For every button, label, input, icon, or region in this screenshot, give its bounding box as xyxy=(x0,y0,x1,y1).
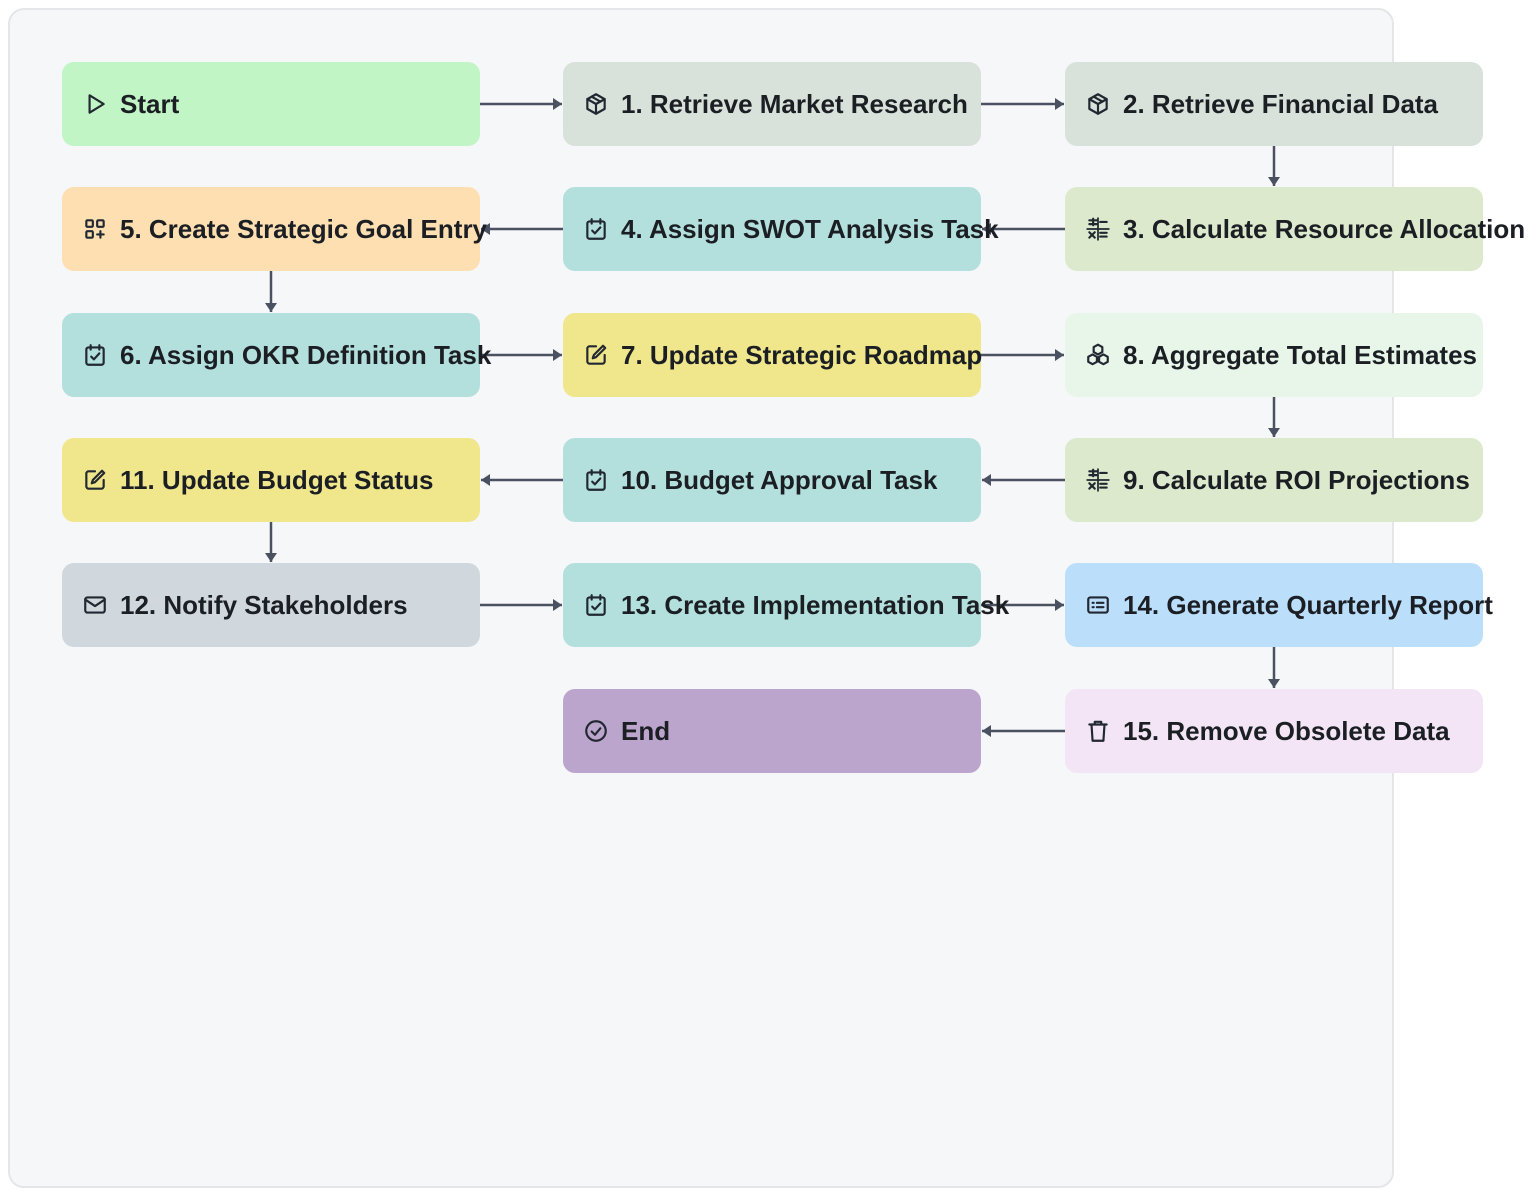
node-n4[interactable]: 4. Assign SWOT Analysis Task xyxy=(563,187,999,271)
node-end[interactable]: End xyxy=(563,689,981,773)
edge-n14-n15 xyxy=(1268,647,1280,688)
check-circle-icon xyxy=(583,718,609,744)
edge-n15-end xyxy=(982,725,1065,737)
node-n12[interactable]: 12. Notify Stakeholders xyxy=(62,563,480,647)
edge-n12-n13 xyxy=(480,599,562,611)
play-icon xyxy=(82,91,108,117)
edit-icon xyxy=(583,342,609,368)
node-n8[interactable]: 8. Aggregate Total Estimates xyxy=(1065,313,1483,397)
node-n5[interactable]: 5. Create Strategic Goal Entry xyxy=(62,187,487,271)
node-label: 5. Create Strategic Goal Entry xyxy=(120,214,488,244)
aggregate-icon xyxy=(1085,342,1111,368)
node-n7[interactable]: 7. Update Strategic Roadmap xyxy=(563,313,982,397)
node-label: 2. Retrieve Financial Data xyxy=(1123,89,1439,119)
node-n10[interactable]: 10. Budget Approval Task xyxy=(563,438,981,522)
task-icon xyxy=(583,592,609,618)
box-icon xyxy=(1085,91,1111,117)
node-n15[interactable]: 15. Remove Obsolete Data xyxy=(1065,689,1483,773)
edit-icon xyxy=(82,467,108,493)
node-n6[interactable]: 6. Assign OKR Definition Task xyxy=(62,313,491,397)
node-label: 6. Assign OKR Definition Task xyxy=(120,340,492,370)
add-grid-icon xyxy=(82,216,108,242)
node-label: 9. Calculate ROI Projections xyxy=(1123,465,1470,495)
calculator-icon xyxy=(1085,216,1111,242)
calculator-icon xyxy=(1085,467,1111,493)
node-label: 10. Budget Approval Task xyxy=(621,465,938,495)
node-label: 7. Update Strategic Roadmap xyxy=(621,340,983,370)
edge-n9-n10 xyxy=(982,474,1065,486)
node-label: 14. Generate Quarterly Report xyxy=(1123,590,1493,620)
trash-icon xyxy=(1085,718,1111,744)
node-n9[interactable]: 9. Calculate ROI Projections xyxy=(1065,438,1483,522)
node-n1[interactable]: 1. Retrieve Market Research xyxy=(563,62,981,146)
node-label: 4. Assign SWOT Analysis Task xyxy=(621,214,999,244)
workflow-canvas: Start 1. Retrieve Market Research 2. Retri… xyxy=(8,8,1525,1188)
box-icon xyxy=(583,91,609,117)
node-label: End xyxy=(621,716,671,746)
node-label: 13. Create Implementation Task xyxy=(621,590,1010,620)
mail-icon xyxy=(82,592,108,618)
task-icon xyxy=(82,342,108,368)
node-n13[interactable]: 13. Create Implementation Task xyxy=(563,563,1009,647)
node-label: 15. Remove Obsolete Data xyxy=(1123,716,1450,746)
edge-n8-n9 xyxy=(1268,397,1280,437)
node-n3[interactable]: 3. Calculate Resource Allocation xyxy=(1065,187,1525,271)
task-icon xyxy=(583,467,609,493)
node-n14[interactable]: 14. Generate Quarterly Report xyxy=(1065,563,1493,647)
node-label: 3. Calculate Resource Allocation xyxy=(1123,214,1526,244)
node-label: 8. Aggregate Total Estimates xyxy=(1123,340,1477,370)
node-n2[interactable]: 2. Retrieve Financial Data xyxy=(1065,62,1483,146)
edge-n11-n12 xyxy=(265,522,277,562)
task-icon xyxy=(583,216,609,242)
edge-n2-n3 xyxy=(1268,146,1280,186)
report-icon xyxy=(1085,592,1111,618)
edge-start-n1 xyxy=(480,98,562,110)
edge-n5-n6 xyxy=(265,271,277,312)
node-label: 11. Update Budget Status xyxy=(120,465,434,495)
edge-n10-n11 xyxy=(481,474,563,486)
node-label: 12. Notify Stakeholders xyxy=(120,590,408,620)
node-label: 1. Retrieve Market Research xyxy=(621,89,968,119)
node-start[interactable]: Start xyxy=(62,62,480,146)
node-label: Start xyxy=(120,89,180,119)
edge-n1-n2 xyxy=(981,98,1064,110)
node-n11[interactable]: 11. Update Budget Status xyxy=(62,438,480,522)
